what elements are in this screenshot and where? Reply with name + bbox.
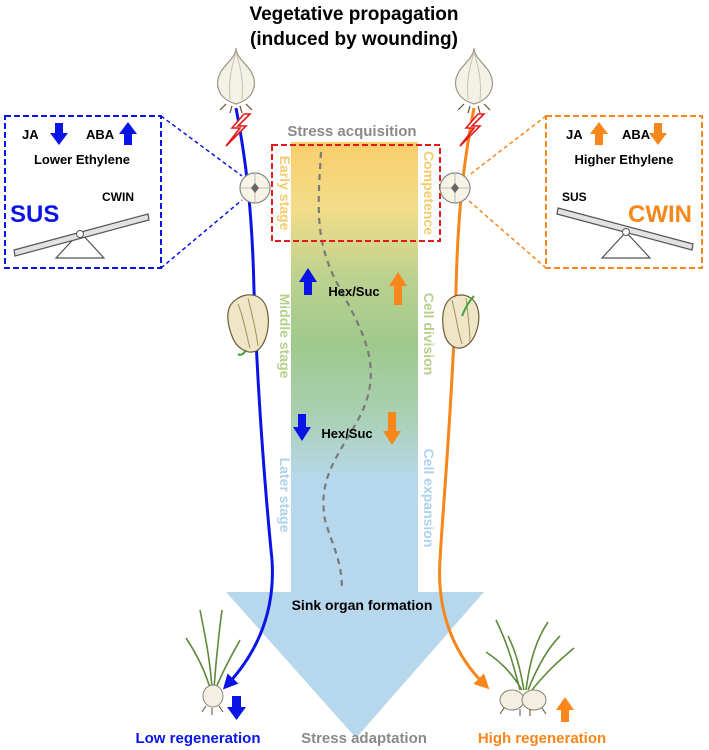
- competence-box: [271, 144, 441, 242]
- left-seesaw-icon: [13, 213, 150, 259]
- high-regeneration-up-arrow-icon: [556, 697, 574, 722]
- right-ja-label: JA: [566, 127, 583, 142]
- left-cwin-label: CWIN: [102, 190, 134, 204]
- cell-division-label: Cell division: [421, 293, 437, 375]
- seedling-low-icon: [185, 609, 241, 715]
- left-aba-label: ABA: [86, 127, 115, 142]
- right-seesaw-icon: [556, 207, 694, 259]
- middle-stage-label: Middle stage: [277, 294, 293, 379]
- left-sus-label: SUS: [10, 201, 59, 228]
- garlic-bulb-left-icon: [217, 47, 255, 114]
- later-stage-label: Later stage: [277, 458, 293, 533]
- left-ethylene-label: Lower Ethylene: [34, 152, 130, 167]
- stress-acquisition-label: Stress acquisition: [287, 123, 416, 140]
- hex-suc-upper-blue-up-arrow-icon: [299, 268, 317, 295]
- title-line-2: (induced by wounding): [250, 29, 458, 50]
- left-ja-down-arrow-icon: [50, 123, 68, 145]
- central-column: [291, 142, 418, 592]
- bulb-cross-section-left-icon: [239, 172, 271, 204]
- bulb-cross-section-right-icon: [439, 172, 471, 204]
- competence-label: Competence: [421, 151, 437, 235]
- hex-suc-lower-blue-down-arrow-icon: [293, 414, 311, 441]
- wound-lightning-left-icon: [225, 113, 252, 147]
- stress-adaptation-label: Stress adaptation: [301, 730, 427, 747]
- high-regeneration-label: High regeneration: [478, 730, 606, 747]
- garlic-bulb-right-icon: [455, 47, 493, 114]
- right-cwin-label: CWIN: [628, 201, 692, 228]
- hex-suc-lower-orange-down-arrow-icon: [383, 412, 401, 445]
- right-ja-up-arrow-icon: [590, 122, 608, 145]
- seedling-high-icon: [485, 619, 575, 716]
- early-stage-label: Early stage: [277, 156, 293, 231]
- right-sus-label: SUS: [562, 190, 587, 204]
- hex-suc-upper-orange-up-arrow-icon: [389, 272, 407, 305]
- cut-bulb-right-icon: [442, 294, 480, 349]
- right-aba-label: ABA: [622, 127, 651, 142]
- low-regeneration-label: Low regeneration: [135, 730, 260, 747]
- right-aba-down-arrow-icon: [649, 123, 667, 145]
- right-ethylene-label: Higher Ethylene: [575, 152, 674, 167]
- sink-arrow-head: [226, 592, 484, 738]
- wound-lightning-right-icon: [459, 113, 486, 147]
- cell-expansion-label: Cell expansion: [421, 449, 437, 548]
- low-regeneration-down-arrow-icon: [227, 696, 246, 720]
- left-aba-up-arrow-icon: [119, 122, 137, 145]
- hex-suc-upper-label: Hex/Suc: [328, 284, 379, 299]
- cut-bulb-left-icon: [227, 294, 269, 356]
- left-ja-label: JA: [22, 127, 39, 142]
- sink-organ-formation-label: Sink organ formation: [292, 597, 433, 613]
- title-line-1: Vegetative propagation: [249, 4, 458, 25]
- hex-suc-lower-label: Hex/Suc: [321, 426, 372, 441]
